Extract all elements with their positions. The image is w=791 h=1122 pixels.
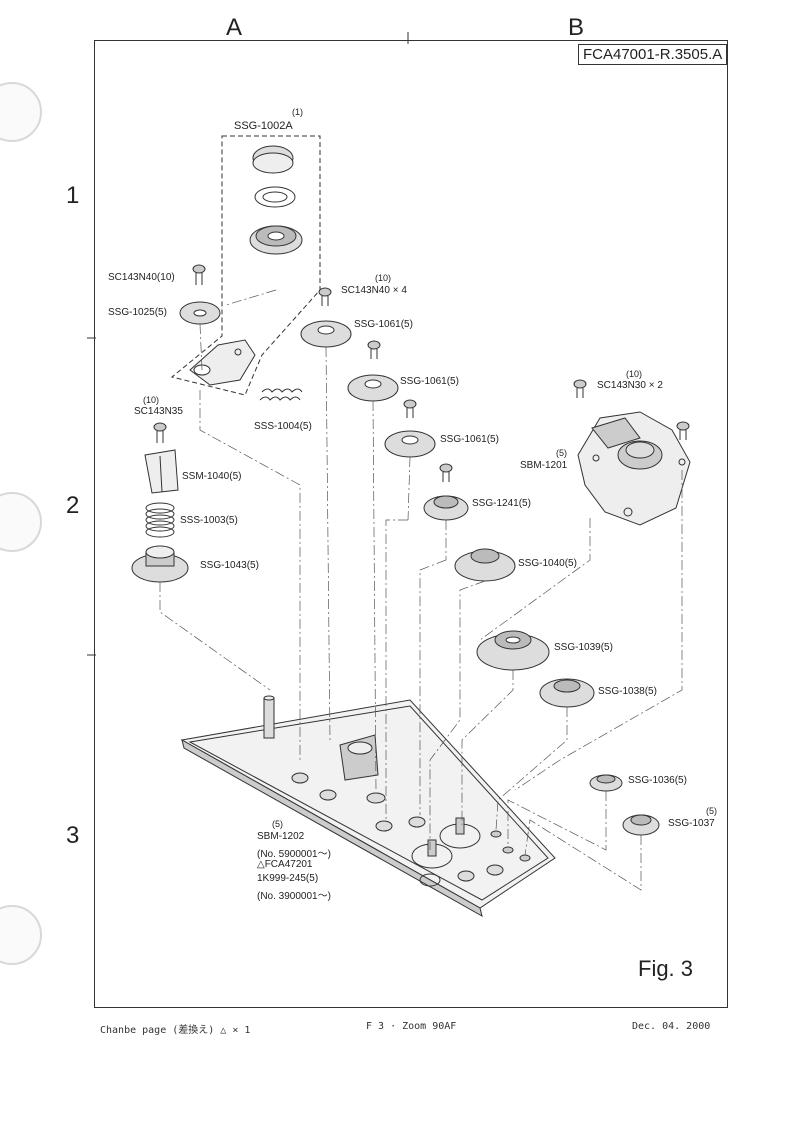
part-qty: (5) (556, 448, 567, 458)
part-label-sc143n30x2: SC143N30 × 2 (597, 380, 663, 391)
part-label-ssg-1037: SSG-1037 (668, 818, 715, 829)
sbm-1202-note: (No. 3900001～) (257, 891, 331, 902)
sbm-1202-note: (No. 5900001～) (257, 849, 331, 860)
column-label-a: A (226, 14, 243, 41)
part-qty: (10) (626, 369, 643, 379)
part-label-ssg-1241: SSG-1241(5) (472, 498, 531, 509)
part-qty: (10) (375, 273, 392, 283)
part-qty: (5) (272, 819, 283, 829)
part-label-sbm-1201: SBM-1201 (520, 460, 568, 471)
part-label-sss-1004: SSS-1004(5) (254, 421, 312, 432)
row-label-3: 3 (66, 822, 80, 849)
part-label-sss-1003: SSS-1003(5) (180, 515, 238, 526)
part-label-ssg-1039: SSG-1039(5) (554, 642, 613, 653)
footer-page-ref: F 3 · Zoom 90AF (366, 1021, 457, 1032)
row-label-2: 2 (66, 492, 80, 519)
part-label-sc143n40x4: SC143N40 × 4 (341, 285, 407, 296)
figure-label: Fig. 3 (638, 956, 694, 981)
part-label-ssm-1040: SSM-1040(5) (182, 471, 242, 482)
part-label-ssg-1061-c: SSG-1061(5) (440, 434, 499, 445)
part-label-sbm-1202: SBM-1202 (257, 831, 305, 842)
row-label-1: 1 (66, 182, 80, 209)
part-label-ssg-1002a: SSG-1002A (234, 120, 293, 132)
part-label-ssg-1061-a: SSG-1061(5) (354, 319, 413, 330)
part-qty: (10) (143, 395, 160, 405)
part-qty: (1) (292, 107, 303, 117)
part-label-sc143n40: SC143N40(10) (108, 272, 175, 283)
part-label-ssg-1040: SSG-1040(5) (518, 558, 577, 569)
column-label-b: B (568, 14, 585, 41)
part-qty: (5) (706, 806, 717, 816)
sbm-1202-note: 1K999-245(5) (257, 873, 319, 884)
footer-date: Dec. 04. 2000 (632, 1021, 711, 1032)
part-label-ssg-1036: SSG-1036(5) (628, 775, 687, 786)
part-label-ssg-1043: SSG-1043(5) (200, 560, 259, 571)
part-label-ssg-1038: SSG-1038(5) (598, 686, 657, 697)
footer-change-note: Chanbe page (差換え) △ × 1 (100, 1025, 251, 1036)
part-label-ssg-1061-b: SSG-1061(5) (400, 376, 459, 387)
document-id: FCA47001-R.3505.A (578, 44, 728, 65)
sbm-1202-note: △FCA47201 (257, 859, 313, 870)
drawing-frame (94, 40, 728, 1008)
part-label-sc143n35: SC143N35 (134, 406, 183, 417)
part-label-ssg-1025: SSG-1025(5) (108, 307, 167, 318)
